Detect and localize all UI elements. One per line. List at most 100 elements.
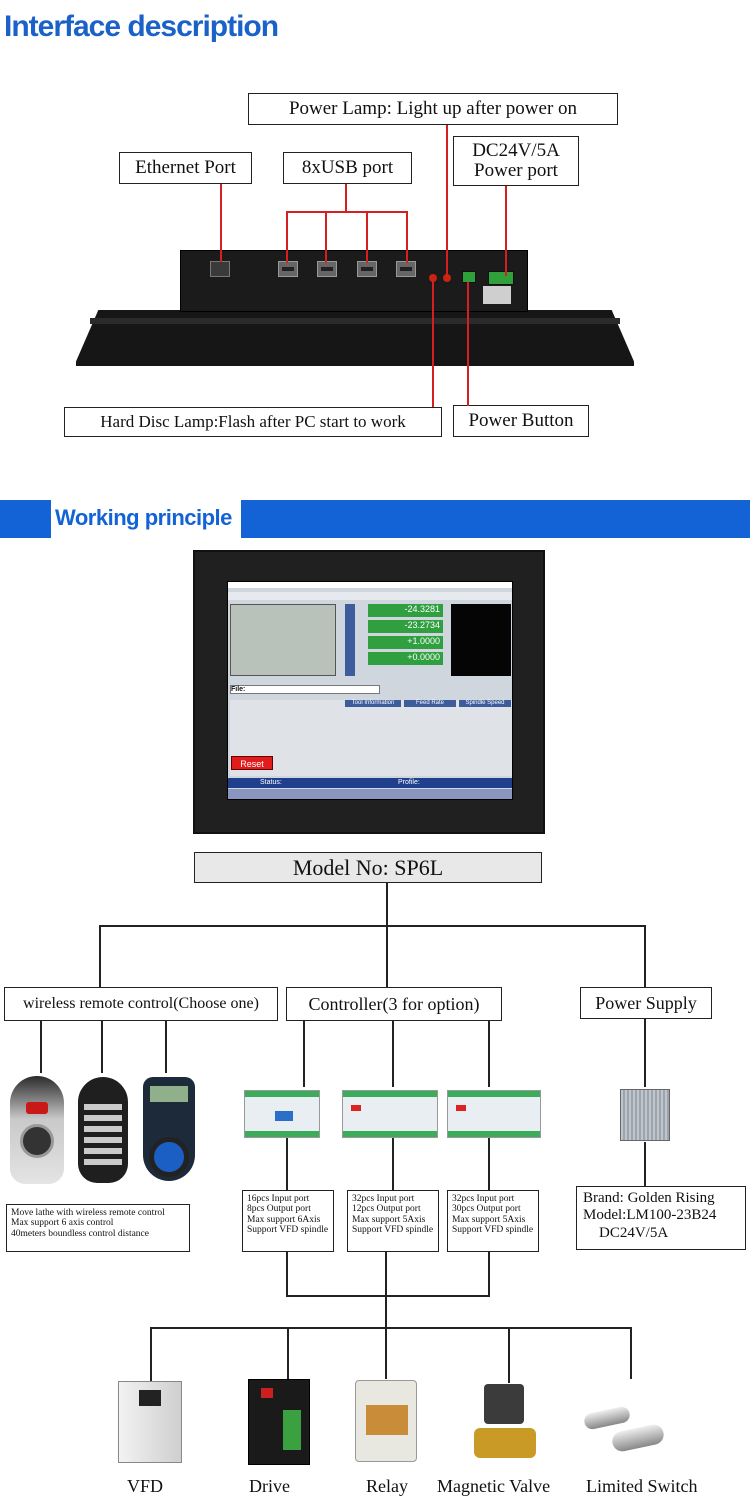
- tree-line: [287, 1327, 289, 1379]
- file-label: File:: [231, 686, 246, 693]
- tree-line: [508, 1327, 510, 1383]
- dc-power-connector-icon: [488, 271, 514, 285]
- controller-spec-line: 32pcs Input port: [452, 1194, 515, 1204]
- panel-feed-rate: Feed Rate: [404, 700, 456, 707]
- profile-label: Profile:: [398, 779, 420, 786]
- dro-x: -24.3281: [368, 604, 443, 617]
- psu-spec-line: Brand: Golden Rising: [583, 1190, 715, 1206]
- controller-spec-line: 12pcs Output port: [352, 1204, 421, 1215]
- tree-line: [386, 883, 388, 925]
- handwheel-red-display: [26, 1102, 48, 1114]
- category-controller-text: Controller(3 for option): [308, 993, 480, 1014]
- file-field: File:: [230, 685, 380, 694]
- taskbar: [228, 789, 512, 799]
- video-window: [451, 604, 511, 676]
- drive-icon: [248, 1379, 310, 1465]
- wireless-spec-line: Max support 6 axis control: [11, 1218, 114, 1229]
- controller-spec-line: Support VFD spindle: [452, 1225, 534, 1236]
- usb-leader-bar: [286, 211, 408, 213]
- usb-leader: [345, 184, 347, 212]
- tree-line: [644, 925, 646, 987]
- tree-line: [40, 1021, 42, 1073]
- dro-y: -23.2734: [368, 620, 443, 633]
- tree-line: [286, 1252, 288, 1296]
- label-hdd-lamp-text: Hard Disc Lamp:Flash after PC start to w…: [100, 412, 406, 432]
- controller-board-2-icon: [342, 1090, 438, 1138]
- section-banner-gap: [51, 500, 241, 538]
- wireless-spec-line: 40meters boundless control distance: [11, 1228, 149, 1239]
- tree-line: [150, 1327, 152, 1381]
- controller-spec-line: 30pcs Output port: [452, 1204, 521, 1215]
- usb-port-icon: [317, 261, 337, 277]
- output-label-valve: Magnetic Valve: [437, 1476, 551, 1496]
- limit-switch-icon: [582, 1386, 684, 1456]
- label-hdd-lamp: Hard Disc Lamp:Flash after PC start to w…: [64, 407, 442, 437]
- psu-spec: Brand: Golden Rising Model:LM100-23B24 D…: [576, 1186, 746, 1250]
- category-wireless-text: wireless remote control(Choose one): [23, 994, 259, 1012]
- tree-line: [99, 925, 101, 987]
- pendant-screen: [150, 1086, 188, 1102]
- tree-line: [488, 1138, 490, 1190]
- hdd-lamp-icon: [429, 274, 437, 282]
- label-dc-power-line2: Power port: [474, 160, 558, 181]
- controller-spec-line: Max support 6Axis: [247, 1214, 321, 1225]
- reset-button[interactable]: Reset: [231, 756, 273, 770]
- tree-line: [385, 1327, 387, 1379]
- label-dc-power-port: DC24V/5A Power port: [453, 136, 579, 186]
- axis-strip: [345, 604, 355, 676]
- status-label: Status:: [260, 779, 282, 786]
- controller-spec-line: 32pcs Input port: [352, 1194, 415, 1204]
- tree-line: [150, 1327, 632, 1329]
- window-titlebar: [228, 582, 512, 588]
- category-controller: Controller(3 for option): [286, 987, 502, 1021]
- power-supply-icon: [620, 1089, 670, 1141]
- power-port-plate: [483, 286, 511, 304]
- controller-spec-line: 8pcs Output port: [247, 1204, 311, 1215]
- category-power-supply: Power Supply: [580, 987, 712, 1019]
- vfd-icon: [118, 1381, 182, 1463]
- controller-board-3-icon: [447, 1090, 541, 1138]
- tree-line: [392, 1138, 394, 1190]
- working-title: Working principle: [55, 505, 232, 530]
- tree-line: [488, 1252, 490, 1296]
- power-button-leader: [467, 282, 469, 406]
- hdd-lamp-leader: [432, 280, 434, 407]
- interface-title: Interface description: [4, 10, 279, 43]
- label-usb-port: 8xUSB port: [283, 152, 412, 184]
- ethernet-leader: [220, 184, 222, 262]
- dc-power-leader: [505, 186, 507, 276]
- toolpath-preview: [230, 604, 336, 676]
- category-power-supply-text: Power Supply: [595, 992, 697, 1013]
- tree-line: [644, 1019, 646, 1087]
- usb-port-icon: [278, 261, 298, 277]
- power-lamp-icon: [443, 274, 451, 282]
- output-label-vfd: VFD: [127, 1476, 164, 1496]
- remote-keys: [84, 1100, 122, 1170]
- tree-line: [644, 1142, 646, 1186]
- tree-line: [101, 1021, 103, 1073]
- label-dc-power-line1: DC24V/5A: [472, 140, 560, 162]
- relay-icon: [355, 1380, 417, 1462]
- psu-spec-line: DC24V/5A: [599, 1224, 669, 1241]
- panel-spindle-speed: Spindle Speed: [459, 700, 511, 707]
- label-ethernet-port: Ethernet Port: [119, 152, 252, 184]
- controller-spec-line: 16pcs Input port: [247, 1194, 310, 1204]
- tree-line: [286, 1138, 288, 1190]
- model-number: Model No: SP6L: [194, 852, 542, 883]
- controller-spec-2: 32pcs Input port 12pcs Output port Max s…: [347, 1190, 439, 1252]
- tree-line: [385, 1252, 387, 1328]
- usb-port-icon: [396, 261, 416, 277]
- label-power-button: Power Button: [453, 405, 589, 437]
- power-button-icon: [462, 271, 476, 283]
- wireless-spec: Move lathe with wireless remote control …: [6, 1204, 190, 1252]
- controller-spec-line: Support VFD spindle: [247, 1225, 329, 1236]
- tree-line: [99, 925, 645, 927]
- controller-spec-1: 16pcs Input port 8pcs Output port Max su…: [242, 1190, 334, 1252]
- pendant-wheel: [149, 1137, 189, 1177]
- usb-leader-2: [325, 211, 327, 263]
- controller-spec-line: Max support 5Axis: [452, 1214, 526, 1225]
- power-lamp-leader: [446, 125, 448, 277]
- tree-line: [286, 1295, 490, 1297]
- output-label-relay: Relay: [366, 1476, 408, 1496]
- usb-leader-1: [286, 211, 288, 263]
